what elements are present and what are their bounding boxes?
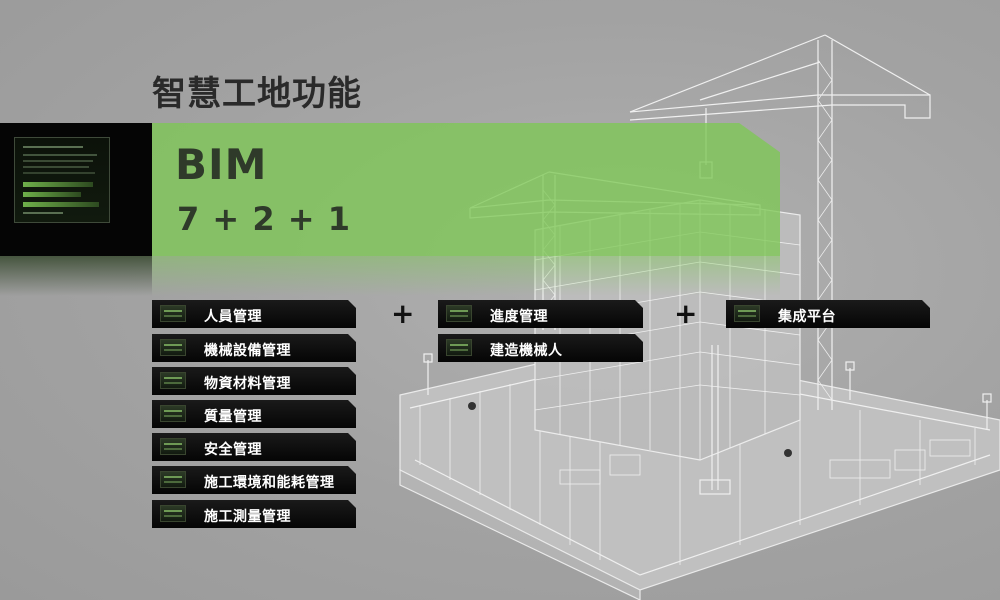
- monitor-icon: [160, 505, 186, 522]
- page-title: 智慧工地功能: [152, 74, 362, 114]
- tag-label: 人員管理: [204, 309, 262, 325]
- tag-construction-robot[interactable]: 建造機械人: [438, 334, 643, 362]
- tag-machinery-management[interactable]: 機械設備管理: [152, 334, 356, 362]
- monitor-panel-reflection: [0, 256, 152, 296]
- plus-sign: +: [674, 297, 698, 330]
- monitor-icon: [160, 438, 186, 455]
- tag-quality-management[interactable]: 質量管理: [152, 400, 356, 428]
- tag-progress-management[interactable]: 進度管理: [438, 300, 643, 328]
- tag-label: 施工環境和能耗管理: [204, 475, 335, 491]
- tag-materials-management[interactable]: 物資材料管理: [152, 367, 356, 395]
- tag-environment-energy-management[interactable]: 施工環境和能耗管理: [152, 466, 356, 494]
- monitor-icon: [160, 405, 186, 422]
- tag-label: 進度管理: [490, 309, 548, 325]
- bim-title: BIM: [175, 140, 268, 189]
- monitor-screen-icon: [14, 137, 110, 223]
- highlight-band: [152, 123, 780, 256]
- tag-label: 安全管理: [204, 442, 262, 458]
- tag-label: 物資材料管理: [204, 376, 291, 392]
- monitor-icon: [446, 339, 472, 356]
- bim-formula: 7 + 2 + 1: [177, 200, 351, 238]
- monitor-icon: [160, 339, 186, 356]
- tag-personnel-management[interactable]: 人員管理: [152, 300, 356, 328]
- plus-sign: +: [391, 297, 415, 330]
- monitor-panel: [0, 123, 152, 256]
- monitor-icon: [160, 471, 186, 488]
- monitor-icon: [160, 305, 186, 322]
- tag-label: 質量管理: [204, 409, 262, 425]
- tag-label: 施工測量管理: [204, 509, 291, 525]
- tag-safety-management[interactable]: 安全管理: [152, 433, 356, 461]
- monitor-icon: [734, 305, 760, 322]
- highlight-band-reflection: [152, 256, 780, 296]
- monitor-icon: [160, 372, 186, 389]
- tag-label: 集成平台: [778, 309, 836, 325]
- tag-integrated-platform[interactable]: 集成平台: [726, 300, 930, 328]
- tag-label: 機械設備管理: [204, 343, 291, 359]
- tag-label: 建造機械人: [490, 343, 563, 359]
- tag-survey-management[interactable]: 施工測量管理: [152, 500, 356, 528]
- monitor-icon: [446, 305, 472, 322]
